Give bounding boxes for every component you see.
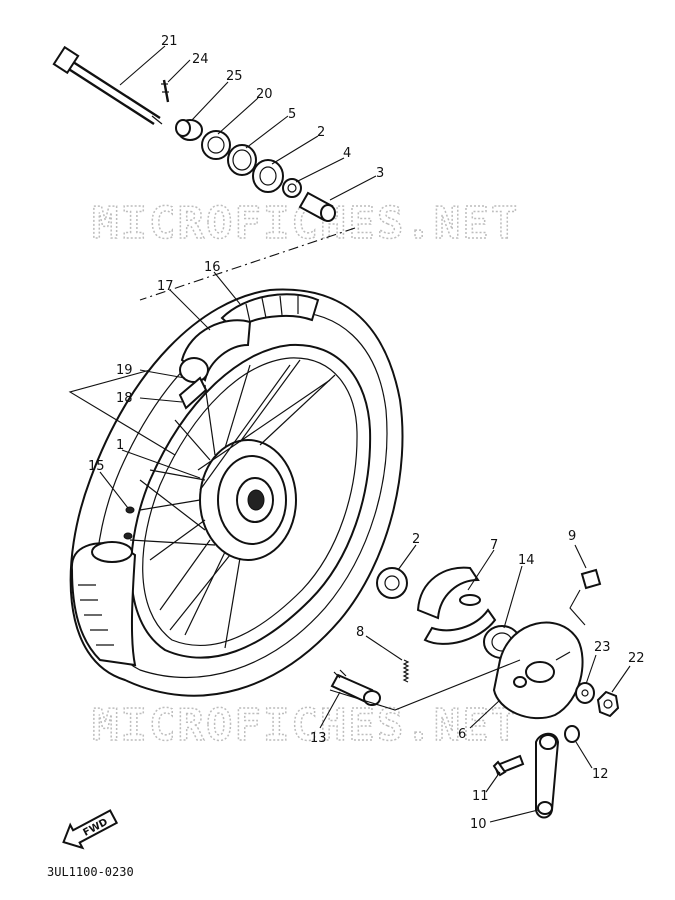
callout-19: 19 (116, 363, 133, 378)
callout-9: 9 (568, 529, 576, 544)
callout-10: 10 (470, 817, 487, 832)
callout-14: 14 (518, 553, 535, 568)
callout-2-bottom: 2 (412, 532, 420, 547)
oil-seal-20 (201, 130, 231, 160)
forward-arrow-icon: FWD (62, 809, 119, 850)
callout-18: 18 (116, 391, 133, 406)
callout-23: 23 (594, 640, 611, 655)
callout-11: 11 (472, 789, 489, 804)
callout-4: 4 (343, 146, 351, 161)
nut-12 (564, 725, 580, 743)
callout-20: 20 (256, 87, 273, 102)
callout-25: 25 (226, 69, 243, 84)
callout-8: 8 (356, 625, 364, 640)
cotter-pin-24 (161, 79, 170, 103)
axle-21 (52, 45, 163, 126)
wheel-assembly (69, 288, 404, 697)
callout-16: 16 (204, 260, 221, 275)
bearing-2-bottom (376, 567, 408, 599)
circlip-5 (227, 144, 257, 176)
callout-1: 1 (116, 438, 124, 453)
indicator-9 (580, 568, 602, 590)
callout-12: 12 (592, 767, 609, 782)
washer-23 (575, 682, 595, 704)
callout-15: 15 (88, 459, 105, 474)
callout-22: 22 (628, 651, 645, 666)
leader-lines (99, 45, 631, 823)
tube-17 (179, 319, 252, 383)
bearing-2-top (252, 159, 284, 193)
collar-25 (175, 119, 203, 141)
callout-17: 17 (157, 279, 174, 294)
callout-6: 6 (458, 727, 466, 742)
callout-7: 7 (490, 538, 498, 553)
spoke-nipple-15 (123, 506, 135, 540)
spacer-flange-4 (282, 178, 302, 198)
nut-22 (596, 690, 620, 718)
rim-band-18 (178, 376, 208, 410)
callout-13: 13 (310, 731, 327, 746)
spacer-3 (298, 191, 336, 222)
callout-21: 21 (161, 34, 178, 49)
callout-labels: 21 24 25 20 5 2 4 3 16 17 19 18 1 15 2 7… (88, 34, 645, 832)
callout-2-top: 2 (317, 125, 325, 140)
brake-plate-6 (492, 621, 584, 720)
brake-arm-10 (535, 732, 560, 819)
spring-8 (402, 659, 410, 683)
watermark-bottom: MICROFICHES.NET (92, 700, 519, 751)
bolt-11 (492, 754, 525, 777)
callout-24: 24 (192, 52, 209, 67)
callout-3: 3 (376, 166, 384, 181)
diagram-code: 3UL1100-0230 (47, 865, 134, 879)
callout-5: 5 (288, 107, 296, 122)
brake-shoe-7 (416, 566, 497, 645)
